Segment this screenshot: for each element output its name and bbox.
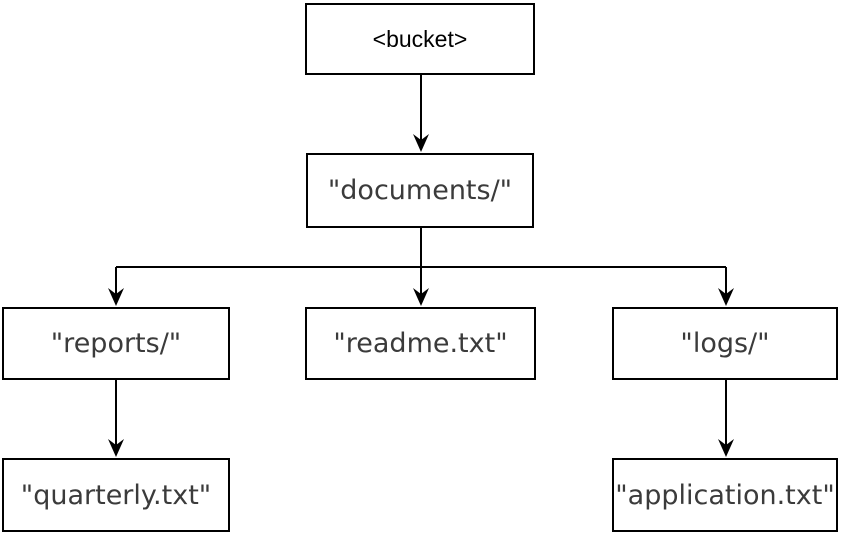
- node-reports: "reports/": [2, 307, 230, 380]
- arrowhead-logs: [718, 288, 734, 306]
- arrowhead-quarterly: [108, 439, 124, 457]
- edge-documents-branch: [115, 228, 727, 294]
- arrowhead-readme: [413, 288, 429, 306]
- node-reports-label: "reports/": [50, 328, 182, 359]
- node-documents: "documents/": [306, 153, 534, 228]
- node-readme-label: "readme.txt": [333, 328, 508, 359]
- node-logs: "logs/": [612, 307, 838, 380]
- node-readme: "readme.txt": [305, 307, 536, 380]
- arrowhead-reports: [108, 288, 124, 306]
- node-bucket-label: <bucket>: [372, 25, 468, 52]
- node-bucket: <bucket>: [305, 3, 535, 75]
- node-quarterly: "quarterly.txt": [2, 458, 230, 532]
- node-documents-label: "documents/": [327, 175, 513, 206]
- node-application: "application.txt": [612, 458, 838, 532]
- node-logs-label: "logs/": [680, 328, 770, 359]
- arrowhead-documents: [413, 134, 429, 152]
- node-application-label: "application.txt": [615, 479, 835, 511]
- arrowhead-application: [718, 439, 734, 457]
- node-quarterly-label: "quarterly.txt": [20, 479, 212, 511]
